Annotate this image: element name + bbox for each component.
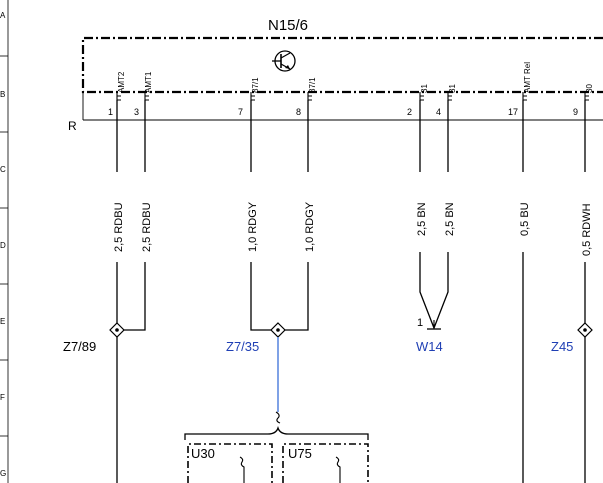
- wire-label: 2,5 RDBU: [141, 202, 153, 252]
- lower-group: U30 U75: [184, 425, 369, 483]
- wire-label: 0,5 RDWH: [581, 203, 593, 256]
- row-letter: F: [0, 393, 5, 402]
- pins: AMT2 1 AMT1 3 87/1 7 87/1 8 31 2: [108, 62, 594, 117]
- margin-frame: A B C D E F G: [0, 0, 9, 483]
- connector-label: Z45: [551, 339, 573, 354]
- wire: [250, 100, 272, 331]
- splice-z7-35: Z7/35: [226, 322, 286, 424]
- ground-pin-number: 1: [417, 317, 423, 329]
- pin-number: 3: [134, 107, 139, 117]
- pin: AMT2 1: [108, 71, 126, 117]
- pin-number: 9: [573, 107, 578, 117]
- pin-name: 87/1: [308, 77, 317, 93]
- splice-z45: Z45: [551, 322, 593, 354]
- component-u30: U30: [187, 443, 273, 483]
- pin: 87/1 8: [296, 77, 317, 117]
- wire: [123, 100, 146, 331]
- component-label: U30: [191, 446, 215, 461]
- row-letter: E: [0, 317, 5, 326]
- row-letter: A: [0, 11, 6, 20]
- row-letter: C: [0, 165, 6, 174]
- pin: 31 2: [407, 84, 429, 117]
- row-letter: G: [0, 469, 6, 478]
- wire-label: 0,5 BU: [519, 202, 531, 236]
- pin-number: 1: [108, 107, 113, 117]
- row-letter: D: [0, 241, 6, 250]
- rail-label: R: [68, 119, 77, 133]
- wire-label: 1,0 RDGY: [247, 201, 259, 252]
- wire: [284, 100, 309, 331]
- pin: AMT1 3: [134, 71, 153, 117]
- pin-number: 2: [407, 107, 412, 117]
- row-letter: B: [0, 90, 5, 99]
- pin-name: AMT Rel: [523, 62, 532, 93]
- pin: 87/1 7: [238, 77, 260, 117]
- pin-name: 31: [448, 84, 457, 93]
- component-title: N15/6: [268, 17, 308, 34]
- pin-name: 30: [585, 84, 594, 93]
- rail: R: [68, 92, 603, 133]
- splice-z7-89: Z7/89: [63, 322, 125, 354]
- wire-label: 1,0 RDGY: [304, 201, 316, 252]
- wire: [419, 100, 435, 329]
- pin: 31 4: [436, 84, 457, 117]
- connector-label: Z7/35: [226, 339, 259, 354]
- component-box: N15/6: [81, 17, 603, 94]
- pin-number: 8: [296, 107, 301, 117]
- wire-labels: 2,5 RDBU 2,5 RDBU 1,0 RDGY 1,0 RDGY 2,5 …: [113, 201, 593, 256]
- pin-name: AMT2: [117, 71, 126, 93]
- component-u75: U75: [282, 443, 369, 483]
- pin-name: 87/1: [251, 77, 260, 93]
- connector-label: Z7/89: [63, 339, 96, 354]
- pin: AMT Rel 17: [508, 62, 532, 117]
- wire-label: 2,5 BN: [416, 202, 428, 236]
- wire-label: 2,5 RDBU: [113, 202, 125, 252]
- pin: 30 9: [573, 84, 594, 117]
- ground-w14: 1 W14: [416, 317, 443, 354]
- pin-number: 7: [238, 107, 243, 117]
- wire-label: 2,5 BN: [444, 202, 456, 236]
- wires: [116, 100, 586, 483]
- connector-label: W14: [416, 339, 443, 354]
- pin-name: 31: [420, 84, 429, 93]
- transistor-icon: [272, 50, 296, 72]
- component-label: U75: [288, 446, 312, 461]
- pin-number: 4: [436, 107, 441, 117]
- wire: [433, 100, 449, 329]
- pin-number: 17: [508, 107, 518, 117]
- pin-name: AMT1: [144, 71, 153, 93]
